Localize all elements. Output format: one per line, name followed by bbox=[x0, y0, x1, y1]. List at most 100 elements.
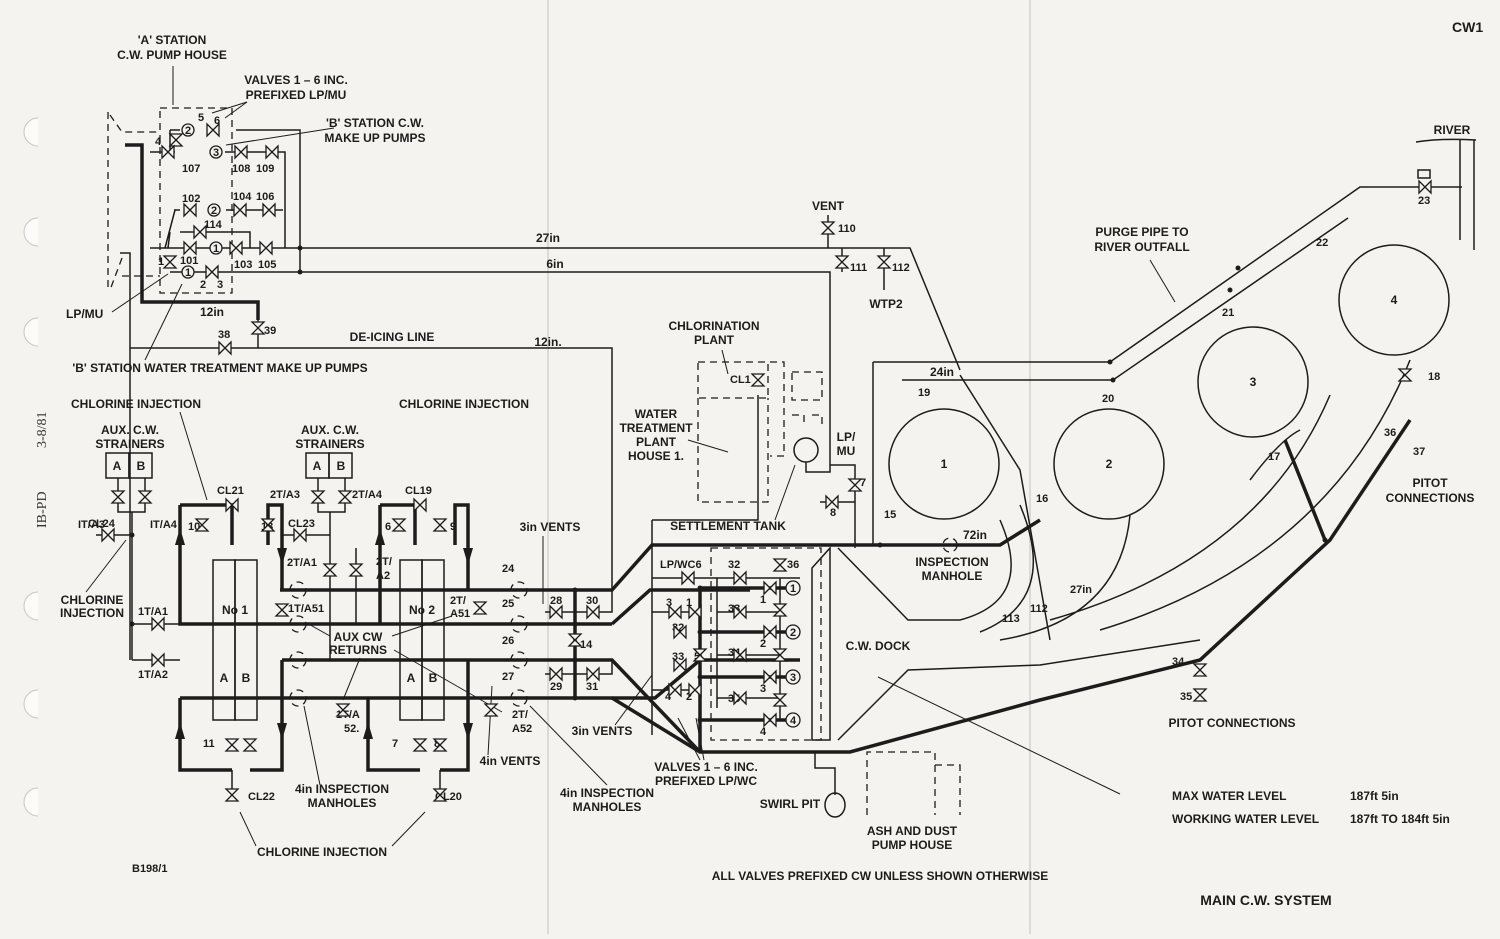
valve-icon[interactable] bbox=[432, 518, 448, 532]
valve-icon[interactable] bbox=[847, 478, 863, 492]
valve-icon[interactable] bbox=[432, 788, 448, 802]
strainer-2b[interactable] bbox=[328, 452, 353, 479]
valve-icon[interactable] bbox=[1192, 688, 1208, 702]
valve-icon[interactable] bbox=[763, 580, 777, 596]
valve-icon[interactable] bbox=[750, 373, 766, 387]
valve-icon[interactable] bbox=[1192, 663, 1208, 677]
valve-icon[interactable] bbox=[348, 563, 364, 577]
inspection-manhole[interactable] bbox=[289, 615, 307, 633]
valve-icon[interactable] bbox=[262, 202, 276, 218]
valve-icon[interactable] bbox=[834, 255, 850, 269]
inspection-manhole[interactable] bbox=[289, 651, 307, 669]
valve-icon[interactable] bbox=[733, 604, 747, 620]
settlement-tank[interactable] bbox=[793, 437, 819, 463]
valve-icon[interactable] bbox=[234, 144, 248, 160]
lpwc-pump-2[interactable] bbox=[785, 624, 801, 640]
valve-icon[interactable] bbox=[772, 558, 788, 572]
valve-icon[interactable] bbox=[233, 202, 247, 218]
valve-icon[interactable] bbox=[733, 647, 747, 663]
valve-icon[interactable] bbox=[688, 604, 702, 620]
valve-icon[interactable] bbox=[224, 738, 240, 752]
valve-icon[interactable] bbox=[1418, 179, 1432, 195]
makeup-pump-1[interactable] bbox=[209, 241, 223, 255]
valve-icon[interactable] bbox=[265, 144, 279, 160]
valve-icon[interactable] bbox=[293, 527, 307, 543]
valve-icon[interactable] bbox=[876, 255, 892, 269]
valve-icon[interactable] bbox=[224, 788, 240, 802]
valve-icon[interactable] bbox=[673, 624, 687, 640]
valve-icon[interactable] bbox=[225, 497, 239, 513]
valve-icon[interactable] bbox=[183, 202, 197, 218]
valve-icon[interactable] bbox=[194, 518, 210, 532]
lpwc-pump-1[interactable] bbox=[785, 580, 801, 596]
valve-icon[interactable] bbox=[110, 490, 126, 504]
valve-icon[interactable] bbox=[413, 497, 427, 513]
valve-icon[interactable] bbox=[1397, 368, 1413, 382]
valve-icon[interactable] bbox=[772, 603, 788, 617]
makeup-pump-3[interactable] bbox=[209, 145, 223, 159]
valve-icon[interactable] bbox=[206, 122, 220, 138]
valve-icon[interactable] bbox=[183, 240, 197, 256]
valve-icon[interactable] bbox=[205, 264, 219, 280]
cooler-2b[interactable] bbox=[421, 559, 445, 721]
valve-icon[interactable] bbox=[391, 518, 407, 532]
valve-icon[interactable] bbox=[567, 633, 583, 647]
valve-icon[interactable] bbox=[668, 604, 682, 620]
valve-icon[interactable] bbox=[162, 255, 178, 269]
valve-icon[interactable] bbox=[483, 703, 499, 717]
valve-icon[interactable] bbox=[218, 340, 232, 356]
valve-icon[interactable] bbox=[101, 527, 115, 543]
valve-icon[interactable] bbox=[274, 603, 290, 617]
valve-icon[interactable] bbox=[322, 563, 338, 577]
valve-icon[interactable] bbox=[772, 648, 788, 662]
valve-icon[interactable] bbox=[763, 712, 777, 728]
inspection-manhole[interactable] bbox=[289, 581, 307, 599]
valve-icon[interactable] bbox=[161, 144, 175, 160]
valve-icon[interactable] bbox=[151, 652, 165, 668]
lpwc-pump-3[interactable] bbox=[785, 669, 801, 685]
valve-icon[interactable] bbox=[229, 240, 243, 256]
inspection-manhole[interactable] bbox=[510, 689, 528, 707]
valve-icon[interactable] bbox=[688, 682, 702, 698]
tank-1[interactable] bbox=[888, 408, 1000, 520]
valve-icon[interactable] bbox=[335, 703, 351, 717]
valve-icon[interactable] bbox=[137, 490, 153, 504]
valve-icon[interactable] bbox=[260, 518, 276, 532]
valve-icon[interactable] bbox=[168, 133, 184, 147]
valve-icon[interactable] bbox=[412, 738, 428, 752]
valve-icon[interactable] bbox=[668, 682, 682, 698]
valve-icon[interactable] bbox=[820, 221, 836, 235]
valve-icon[interactable] bbox=[733, 570, 747, 586]
valve-icon[interactable] bbox=[472, 601, 488, 615]
valve-icon[interactable] bbox=[151, 616, 165, 632]
strainer-1b[interactable] bbox=[128, 452, 153, 479]
valve-icon[interactable] bbox=[193, 224, 207, 240]
valve-icon[interactable] bbox=[432, 738, 448, 752]
cooler-2a[interactable] bbox=[399, 559, 423, 721]
valve-icon[interactable] bbox=[692, 648, 708, 662]
valve-icon[interactable] bbox=[733, 690, 747, 706]
valve-icon[interactable] bbox=[337, 490, 353, 504]
valve-icon[interactable] bbox=[310, 490, 326, 504]
inspection-manhole[interactable] bbox=[942, 537, 958, 553]
valve-icon[interactable] bbox=[250, 321, 266, 335]
valve-icon[interactable] bbox=[242, 738, 258, 752]
tank-4[interactable] bbox=[1338, 244, 1450, 356]
valve-icon[interactable] bbox=[825, 494, 839, 510]
inspection-manhole[interactable] bbox=[510, 615, 528, 633]
valve-icon[interactable] bbox=[586, 604, 600, 620]
valve-icon[interactable] bbox=[586, 666, 600, 682]
inspection-manhole[interactable] bbox=[510, 581, 528, 599]
tank-2[interactable] bbox=[1053, 408, 1165, 520]
inspection-manhole[interactable] bbox=[510, 651, 528, 669]
valve-icon[interactable] bbox=[673, 657, 687, 673]
inspection-manhole[interactable] bbox=[289, 689, 307, 707]
lpwc-pump-4[interactable] bbox=[785, 712, 801, 728]
makeup-pump-2[interactable] bbox=[207, 203, 221, 217]
valve-icon[interactable] bbox=[259, 240, 273, 256]
valve-icon[interactable] bbox=[763, 624, 777, 640]
valve-icon[interactable] bbox=[763, 669, 777, 685]
lpmu-pump-2[interactable] bbox=[181, 123, 195, 137]
valve-icon[interactable] bbox=[549, 604, 563, 620]
cooler-1a[interactable] bbox=[212, 559, 236, 721]
